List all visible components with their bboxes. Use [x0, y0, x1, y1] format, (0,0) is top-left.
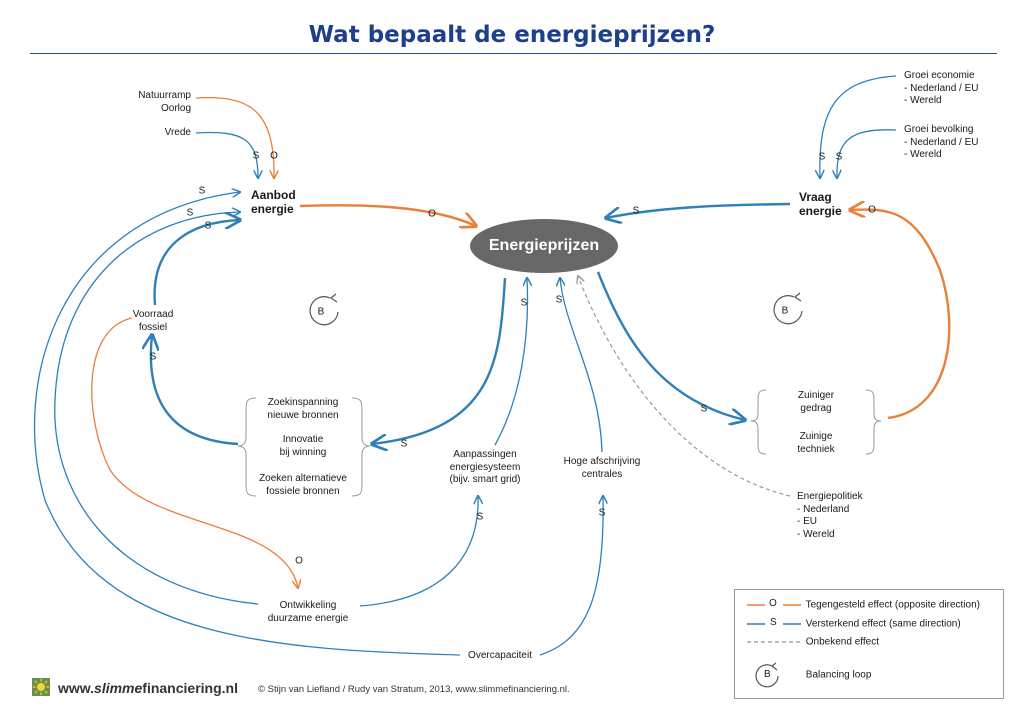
sun-logo-icon	[32, 678, 50, 696]
footer-website-link[interactable]: www.slimmefinanciering.nl	[58, 680, 238, 696]
loop-marker-right: B	[781, 305, 789, 317]
edge-voorraad-aanbod	[153, 220, 240, 306]
legend-unknown-symbol	[745, 636, 803, 648]
node-vrede: Vrede	[164, 127, 191, 138]
legend-item-opposite: O Tegengesteld effect (opposite directio…	[745, 598, 980, 611]
mark-ontwikkeling-s: S	[186, 207, 194, 219]
edge-afschrijving-prijzen	[560, 278, 603, 453]
edge-zuinig-vraag	[850, 210, 951, 420]
mark-voorraad-s: S	[204, 220, 212, 232]
brace-left-zoek	[237, 397, 257, 497]
node-overcapaciteit: Overcapaciteit	[468, 650, 532, 661]
mark-aanbod-o: O	[428, 208, 436, 220]
node-ontwikkeling: Ontwikkeling duurzame energie	[267, 600, 349, 624]
mark-ontwikkeling-s: S	[476, 511, 484, 523]
edge-overcapaciteit-aanbod	[33, 192, 461, 656]
node-vraag: Vraag energie	[799, 190, 842, 218]
edge-vrede-aanbod	[195, 131, 258, 178]
brace-right-zoek	[351, 397, 371, 497]
legend-opposite-symbol: O	[747, 598, 801, 609]
node-groei-economie: Groei economie - Nederland / EU - Wereld	[904, 70, 979, 106]
edge-ontwikkeling-aanbod	[54, 212, 259, 605]
balancing-loop-left-icon	[309, 293, 339, 326]
node-natuurramp: Natuurramp Oorlog	[138, 90, 191, 114]
legend-loop-icon: B	[745, 662, 803, 688]
node-groei-bevolking: Groei bevolking - Nederland / EU - Werel…	[904, 124, 979, 160]
balancing-loop-right-icon	[773, 292, 803, 325]
node-afschrijving: Hoge afschrijving centrales	[563, 456, 641, 480]
mark-economie-s: S	[818, 151, 826, 163]
mark-overcap-s: S	[198, 185, 206, 197]
energieprijzen-node: Energieprijzen	[470, 219, 618, 273]
edge-prijzen-zuinig	[596, 271, 745, 420]
edge-politiek-prijzen	[578, 276, 791, 497]
mark-zoek-s: S	[149, 351, 157, 363]
edge-natuurramp-aanbod	[195, 96, 274, 178]
node-zoeken-alternatief: Zoeken alternatieve fossiele bronnen	[259, 473, 347, 497]
mark-afschrijving-s: S	[555, 294, 563, 306]
node-zuiniger: Zuiniger gedrag	[797, 390, 835, 414]
page-title: Wat bepaalt de energieprijzen?	[308, 22, 716, 48]
footer-copyright: © Stijn van Liefland / Rudy van Stratum,…	[258, 684, 570, 695]
edge-prijzen-zoek	[372, 277, 507, 444]
edge-aanbod-prijzen	[299, 204, 476, 226]
mark-zuinig-o: O	[868, 204, 876, 216]
node-innovatie: Innovatie bij winning	[279, 434, 327, 458]
legend-item-same: S Versterkend effect (same direction)	[745, 617, 961, 630]
edge-voorraad-ontwikkeling	[91, 317, 298, 588]
energieprijzen-label: Energieprijzen	[488, 237, 600, 254]
mark-vraag-s: S	[632, 205, 640, 217]
loop-marker-left: B	[317, 306, 325, 318]
edge-economie-vraag	[820, 75, 897, 178]
node-energiepolitiek: Energiepolitiek - Nederland - EU - Werel…	[797, 491, 863, 540]
edge-vraag-prijzen	[606, 202, 791, 218]
edge-bevolking-vraag	[837, 129, 897, 178]
edge-zoek-voorraad	[151, 335, 239, 446]
mark-voorraad-ontw-o: O	[295, 555, 303, 567]
mark-natuurramp-o: O	[270, 150, 278, 162]
legend: O Tegengesteld effect (opposite directio…	[734, 589, 1004, 699]
legend-item-unknown: Onbekend effect	[745, 636, 879, 648]
brace-right-zuinig	[865, 389, 882, 455]
legend-item-loop: B Balancing loop	[745, 662, 871, 688]
mark-vrede-s: S	[252, 150, 260, 162]
mark-overcap-afschr-s: S	[598, 507, 606, 519]
edge-overcapaciteit-afschrijving	[539, 496, 603, 656]
mark-prijzen-zoek-s: S	[400, 438, 408, 450]
mark-bevolking-s: S	[835, 151, 843, 163]
node-voorraad: Voorraad fossiel	[132, 309, 174, 333]
title-divider	[30, 53, 997, 54]
node-zuinige: Zuinige techniek	[797, 431, 835, 455]
edge-ontwikkeling-aanpassingen	[359, 496, 478, 607]
legend-same-symbol: S	[747, 617, 801, 628]
edge-aanpassingen-prijzen	[494, 278, 528, 446]
node-aanpassingen: Aanpassingen energiesysteem (bijv. smart…	[449, 449, 521, 485]
mark-aanpassingen-s: S	[520, 297, 528, 309]
mark-prijzen-zuinig-s: S	[700, 403, 708, 415]
node-zoekinspanning: Zoekinspanning nieuwe bronnen	[267, 397, 339, 421]
node-aanbod: Aanbod energie	[251, 188, 296, 216]
brace-left-zuinig	[750, 389, 767, 455]
